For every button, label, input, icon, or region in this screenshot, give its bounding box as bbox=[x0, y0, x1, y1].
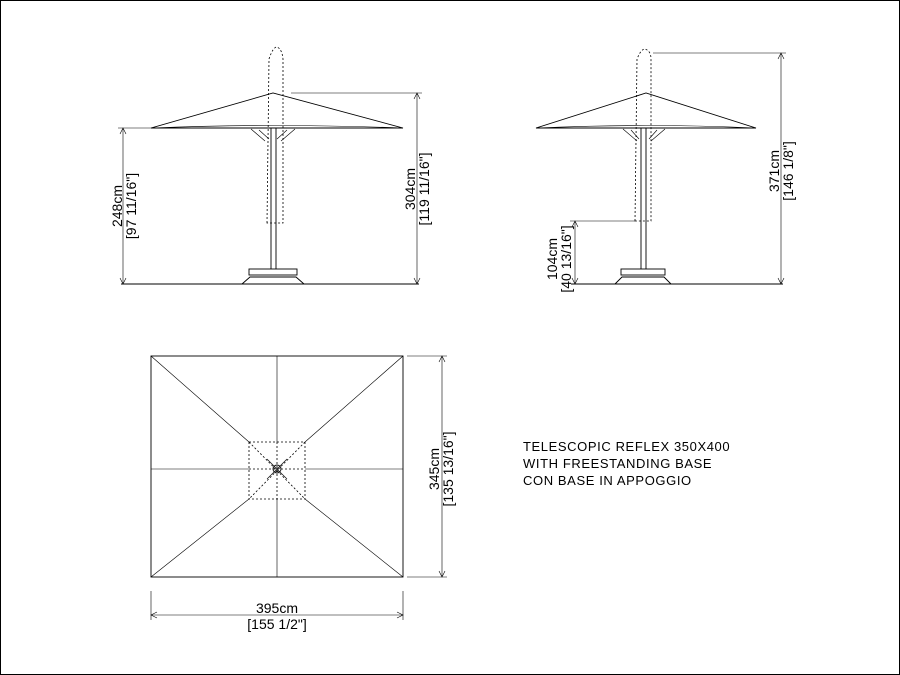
dim-label-395-in: [155 1/2"] bbox=[247, 616, 306, 632]
dim-label-304-in: [119 11/16"] bbox=[416, 153, 432, 226]
dim-label-395-cm: 395cm bbox=[256, 600, 298, 616]
dim-label-248-in: [97 11/16"] bbox=[123, 173, 139, 239]
dim-label-248-cm: 248cm bbox=[109, 185, 125, 227]
canopy-diagonals bbox=[150, 355, 404, 578]
dim-arrows-304 bbox=[413, 92, 421, 285]
hub-cross bbox=[248, 441, 306, 500]
telescopic-mast-right bbox=[634, 48, 652, 222]
dim-arrows-371 bbox=[777, 52, 785, 285]
dim-label-371-cm: 371cm bbox=[766, 150, 782, 192]
dim-arrows-248 bbox=[119, 127, 127, 285]
base-feet-right bbox=[614, 276, 672, 285]
canopy-hem-right bbox=[535, 125, 757, 129]
title-line-1: TELESCOPIC REFLEX 350X400 bbox=[523, 439, 731, 454]
dim-arrows-395 bbox=[150, 611, 404, 619]
side-view-right: 104cm [40 13/16"] 371cm [146 1/8"] bbox=[535, 48, 796, 293]
dim-label-371-in: [146 1/8"] bbox=[780, 141, 796, 200]
dim-label-345-cm: 345cm bbox=[426, 448, 442, 490]
canopy-center-lines bbox=[151, 356, 403, 577]
dim-label-104-cm: 104cm bbox=[544, 238, 560, 280]
base-plate-right bbox=[620, 268, 666, 276]
canopy-left bbox=[150, 92, 404, 129]
canopy-right bbox=[535, 92, 757, 129]
ribs-right bbox=[622, 128, 666, 142]
dim-arrows-104 bbox=[571, 220, 579, 285]
title-block: TELESCOPIC REFLEX 350X400 WITH FREESTAND… bbox=[523, 438, 730, 489]
dim-label-345-in: [135 13/16"] bbox=[440, 431, 456, 506]
dim-label-104-in: [40 13/16"] bbox=[558, 225, 574, 292]
ribs-left bbox=[250, 128, 296, 142]
pole-arms bbox=[266, 458, 288, 480]
base-feet-left bbox=[241, 276, 305, 285]
pole-top bbox=[272, 464, 282, 474]
dim-arrows-345 bbox=[438, 355, 446, 578]
dim-label-304-cm: 304cm bbox=[402, 168, 418, 210]
title-line-3: CON BASE IN APPOGGIO bbox=[523, 473, 692, 488]
top-view: 395cm [155 1/2"] 345cm [135 13/16"] bbox=[150, 355, 456, 632]
base-plate-left bbox=[248, 268, 298, 276]
title-line-2: WITH FREESTANDING BASE bbox=[523, 456, 713, 471]
side-view-left: 248cm [97 11/16"] 304cm [119 11/16"] bbox=[109, 46, 432, 285]
canopy-hem-left bbox=[150, 125, 404, 129]
telescopic-mast-left bbox=[266, 46, 284, 224]
